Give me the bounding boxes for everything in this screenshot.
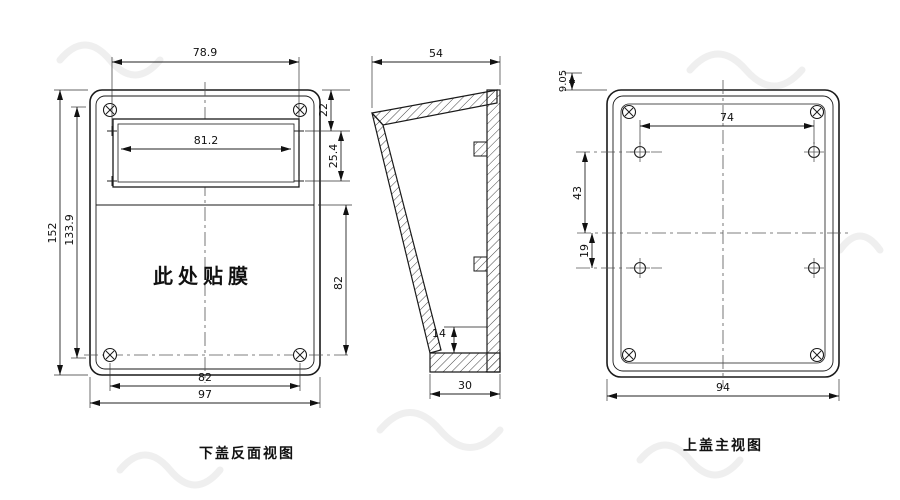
section-rear-wall — [486, 89, 501, 373]
left-view-drawing: 此处贴膜 81.2 78.9 22 25.4 82 152 133.9 — [46, 46, 352, 462]
dim-overall-height-label: 152 — [46, 223, 59, 244]
caption-right-view: 上盖主视图 — [683, 437, 763, 454]
dim-center-to-hole-label: 19 — [578, 244, 591, 258]
right-view-mid-outline — [612, 95, 834, 372]
dim-screw-spacing-label: 82 — [198, 371, 212, 384]
screw-icon — [809, 104, 825, 120]
caption-left-view: 下盖反面视图 — [199, 445, 295, 462]
section-view-drawing: 54 14 30 — [370, 47, 501, 399]
screw-icon — [102, 102, 118, 118]
dim-edge-offset-label: 22 — [317, 103, 330, 117]
display-window-inner — [117, 123, 295, 183]
dim-hole-spacing-label: 74 — [720, 111, 734, 124]
film-note-label: 此处贴膜 — [153, 264, 253, 288]
display-window-outer — [112, 118, 300, 188]
section-bottom-wall — [429, 352, 501, 373]
dim-inner-height-label: 133.9 — [63, 214, 76, 246]
dim-bottom-thickness-label: 14 — [432, 327, 446, 340]
dim-window-width-label: 81.2 — [194, 134, 219, 147]
screw-icon — [621, 104, 637, 120]
screw-icon — [621, 347, 637, 363]
dim-edge-offset-label: 9.05 — [558, 70, 569, 92]
dim-window-height-label: 25.4 — [327, 144, 340, 169]
right-view-drawing: 74 43 19 9.05 94 上盖主视图 — [558, 70, 851, 454]
dim-overall-width-label: 94 — [716, 381, 730, 394]
screw-icon — [292, 102, 308, 118]
dim-lower-height-label: 82 — [332, 276, 345, 290]
dim-top-depth-label: 54 — [429, 47, 443, 60]
dim-overall-width-label: 97 — [198, 388, 212, 401]
screw-icon — [292, 347, 308, 363]
screw-icon — [809, 347, 825, 363]
dim-bottom-depth-label: 30 — [458, 379, 472, 392]
section-top-flap — [370, 89, 498, 126]
dim-top-width-label: 78.9 — [193, 46, 218, 59]
screw-icon — [102, 347, 118, 363]
section-slanted-wall — [371, 112, 442, 354]
watermark — [56, 41, 884, 489]
dim-hole-to-center-label: 43 — [571, 186, 584, 200]
section-boss — [473, 256, 488, 272]
section-boss — [473, 141, 488, 157]
